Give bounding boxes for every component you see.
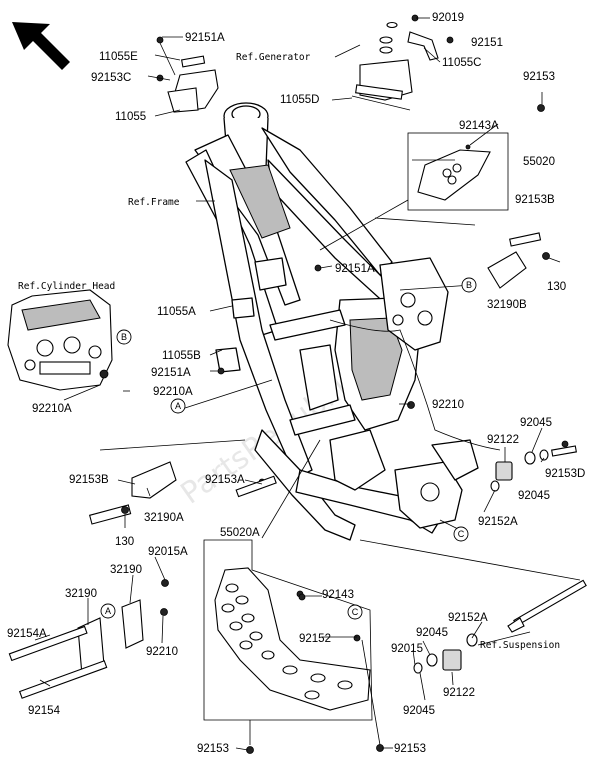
label-92045-low-b: 92045 <box>403 705 435 717</box>
label-11055B: 11055B <box>162 350 201 362</box>
label-32190B: 32190B <box>487 299 527 311</box>
callout-a-low: A <box>100 603 116 619</box>
label-92015: 92015 <box>391 643 423 655</box>
callout-c-low: C <box>347 604 363 620</box>
label-92210-low: 92210 <box>146 646 178 658</box>
collar-92122-lower <box>413 633 478 674</box>
label-92152A-mid: 92152A <box>478 516 518 528</box>
label-92045-mid: 92045 <box>518 490 550 502</box>
engine-bracket-32190-pair <box>8 579 169 699</box>
label-92151A-low: 92151A <box>151 367 191 379</box>
suspension-bolt <box>507 579 587 633</box>
label-92019: 92019 <box>432 12 464 24</box>
label-92154: 92154 <box>28 705 61 717</box>
svg-text:B: B <box>121 332 127 342</box>
ref-suspension: Ref.Suspension <box>480 640 560 651</box>
svg-text:A: A <box>175 401 181 411</box>
skid-plate-55020A <box>203 539 373 721</box>
chain-guide-55020 <box>407 132 509 211</box>
label-11055C: 11055C <box>442 57 481 69</box>
label-92045-top: 92045 <box>520 417 552 429</box>
label-92153B-right: 92153B <box>515 194 555 206</box>
label-92152: 92152 <box>299 633 331 645</box>
label-92210A-b: 92210A <box>153 386 193 398</box>
part-labels: 92019 92151A 92151 11055E 11055C 92153C … <box>7 12 585 755</box>
callout-b-left: B <box>116 329 132 345</box>
label-92210A-a: 92210A <box>32 403 72 415</box>
callout-a-mid: A <box>170 398 186 414</box>
label-92151A-top: 92151A <box>185 32 225 44</box>
label-92122-low: 92122 <box>443 687 475 699</box>
label-11055E: 11055E <box>99 51 138 63</box>
label-92153-br: 92153 <box>394 743 426 755</box>
label-92122-top: 92122 <box>487 434 519 446</box>
label-11055D: 11055D <box>280 94 319 106</box>
callout-b-right: B <box>461 277 477 293</box>
label-11055A: 11055A <box>157 306 196 318</box>
label-92045-low-a: 92045 <box>416 627 448 639</box>
label-92152A-low: 92152A <box>448 612 488 624</box>
label-55020: 55020 <box>523 156 555 168</box>
label-92015A: 92015A <box>148 546 188 558</box>
misc-bolts <box>217 14 569 754</box>
collar-92122-upper <box>490 445 577 492</box>
label-92153-top: 92153 <box>523 71 555 83</box>
svg-text:B: B <box>466 280 472 290</box>
svg-text:A: A <box>105 606 111 616</box>
main-frame <box>185 102 501 541</box>
label-92210: 92210 <box>432 399 464 411</box>
label-92151: 92151 <box>471 37 503 49</box>
label-92154A: 92154A <box>7 628 47 640</box>
label-92153-bl: 92153 <box>197 743 229 755</box>
label-130-right: 130 <box>547 281 566 293</box>
swingarm-bracket-32190B <box>487 232 550 289</box>
svg-text:C: C <box>458 529 465 539</box>
orientation-arrow-icon <box>12 22 70 70</box>
label-92153B-left: 92153B <box>69 474 109 486</box>
label-92151A-mid: 92151A <box>335 263 375 275</box>
leader-lines <box>34 17 581 751</box>
label-11055: 11055 <box>115 111 146 123</box>
callout-c-right: C <box>453 526 469 542</box>
label-32190A: 32190A <box>144 512 184 524</box>
label-92143: 92143 <box>322 589 354 601</box>
ref-generator: Ref.Generator <box>236 52 311 63</box>
label-92153C: 92153C <box>91 72 131 84</box>
label-92153A: 92153A <box>205 474 245 486</box>
label-32190-b: 32190 <box>110 564 142 576</box>
upper-left-bracket <box>156 36 219 113</box>
svg-text:C: C <box>352 607 359 617</box>
cylinder-head <box>7 289 113 391</box>
engine-bracket-32190A <box>88 461 177 525</box>
ref-frame: Ref.Frame <box>128 197 180 208</box>
label-92143A: 92143A <box>459 120 499 132</box>
label-92153D: 92153D <box>545 468 585 480</box>
label-32190-a: 32190 <box>65 588 97 600</box>
generator-bracket <box>351 21 439 111</box>
label-55020A: 55020A <box>220 527 260 539</box>
label-130-left: 130 <box>115 536 134 548</box>
ref-cylinder-head: Ref.Cylinder Head <box>18 281 115 292</box>
